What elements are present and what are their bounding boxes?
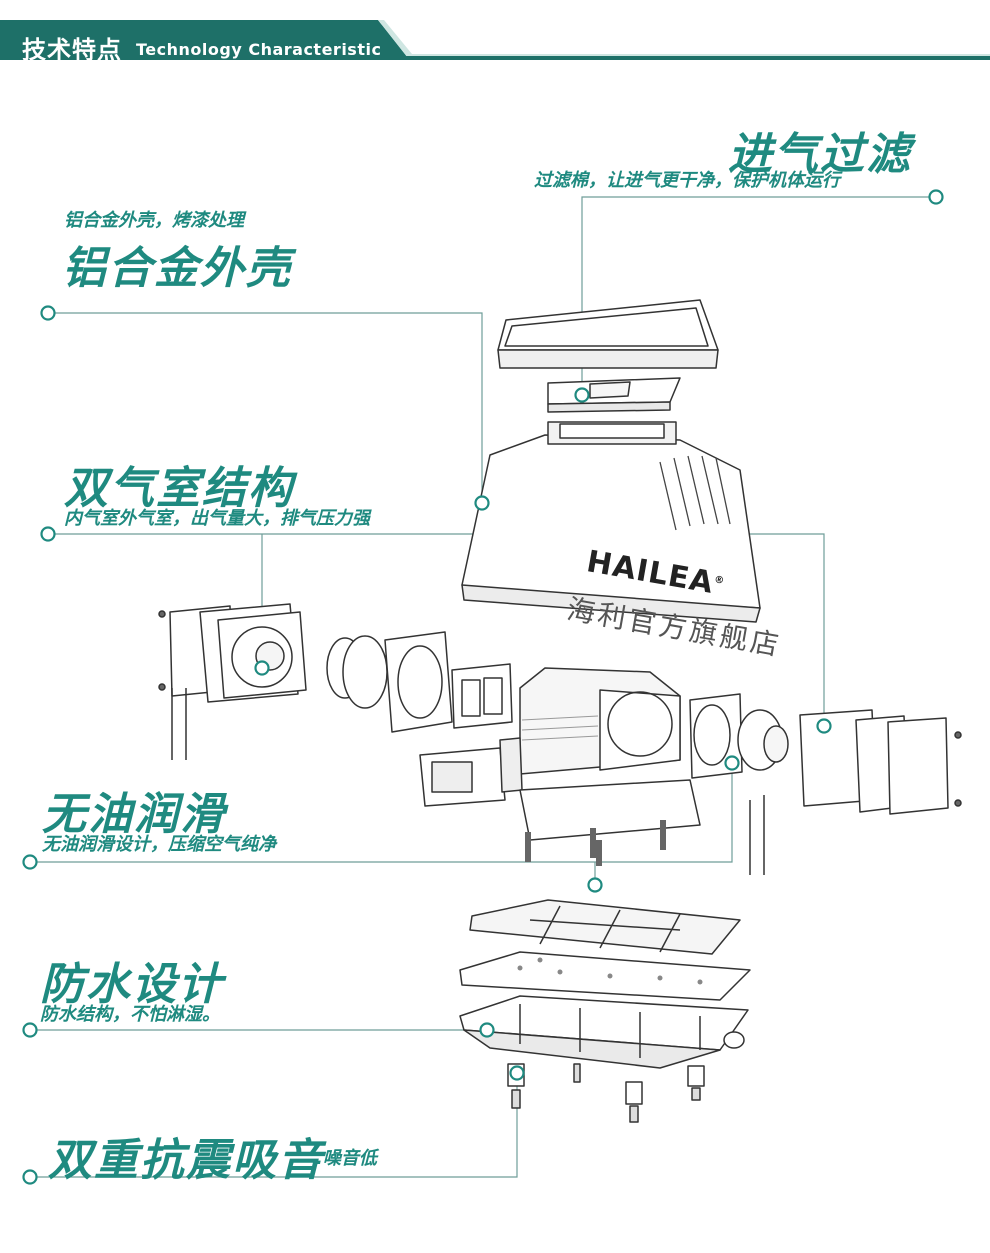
left-chamber: [158, 603, 307, 760]
feature-title-shock-absorb: 双重抗震吸音: [48, 1135, 324, 1186]
feature-title-oil-free: 无油润滑: [42, 789, 226, 840]
base-plate-top: [469, 899, 741, 955]
right-chamber: [749, 709, 962, 875]
valve-block: [451, 663, 513, 729]
base-tray: [459, 995, 749, 1069]
feature-desc-waterproof: 防水结构，不怕淋湿。: [40, 1004, 220, 1025]
callout-markers: [22, 189, 944, 1185]
header-banner: [0, 18, 990, 68]
aluminum-housing: [461, 421, 761, 623]
feature-desc-dual-chamber: 内气室外气室，出气量大，排气压力强: [64, 508, 370, 529]
feature-desc-oil-free: 无油润滑设计，压缩空气纯净: [42, 834, 276, 855]
section-title: 技术特点: [22, 36, 122, 64]
feature-title-aluminum-shell: 铝合金外壳: [62, 243, 292, 294]
feature-desc-aluminum-shell: 铝合金外壳，烤漆处理: [64, 210, 244, 231]
rubber-feet: [507, 1063, 705, 1123]
filter-sponge: [547, 377, 681, 413]
diaphragm-right: [689, 693, 789, 779]
diaphragm-left: [326, 631, 453, 733]
pump-parts: [158, 299, 962, 1123]
circuit-board: [519, 779, 701, 866]
filter-cover: [497, 299, 719, 369]
feature-title-air-filter: 进气过滤: [728, 129, 912, 180]
transformer: [419, 737, 523, 807]
feature-desc-shock-absorb: .噪音低: [316, 1148, 377, 1169]
feature-title-waterproof: 防水设计: [40, 959, 224, 1010]
gasket-plate: [459, 951, 751, 1001]
feature-title-dual-chamber: 双气室结构: [64, 463, 294, 514]
feature-desc-air-filter: 过滤棉，让进气更干净，保护机体运行: [534, 170, 840, 191]
section-title-en: Technology Characteristic: [136, 40, 382, 59]
motor-core: [519, 667, 681, 775]
callout-lines: [30, 196, 936, 1178]
